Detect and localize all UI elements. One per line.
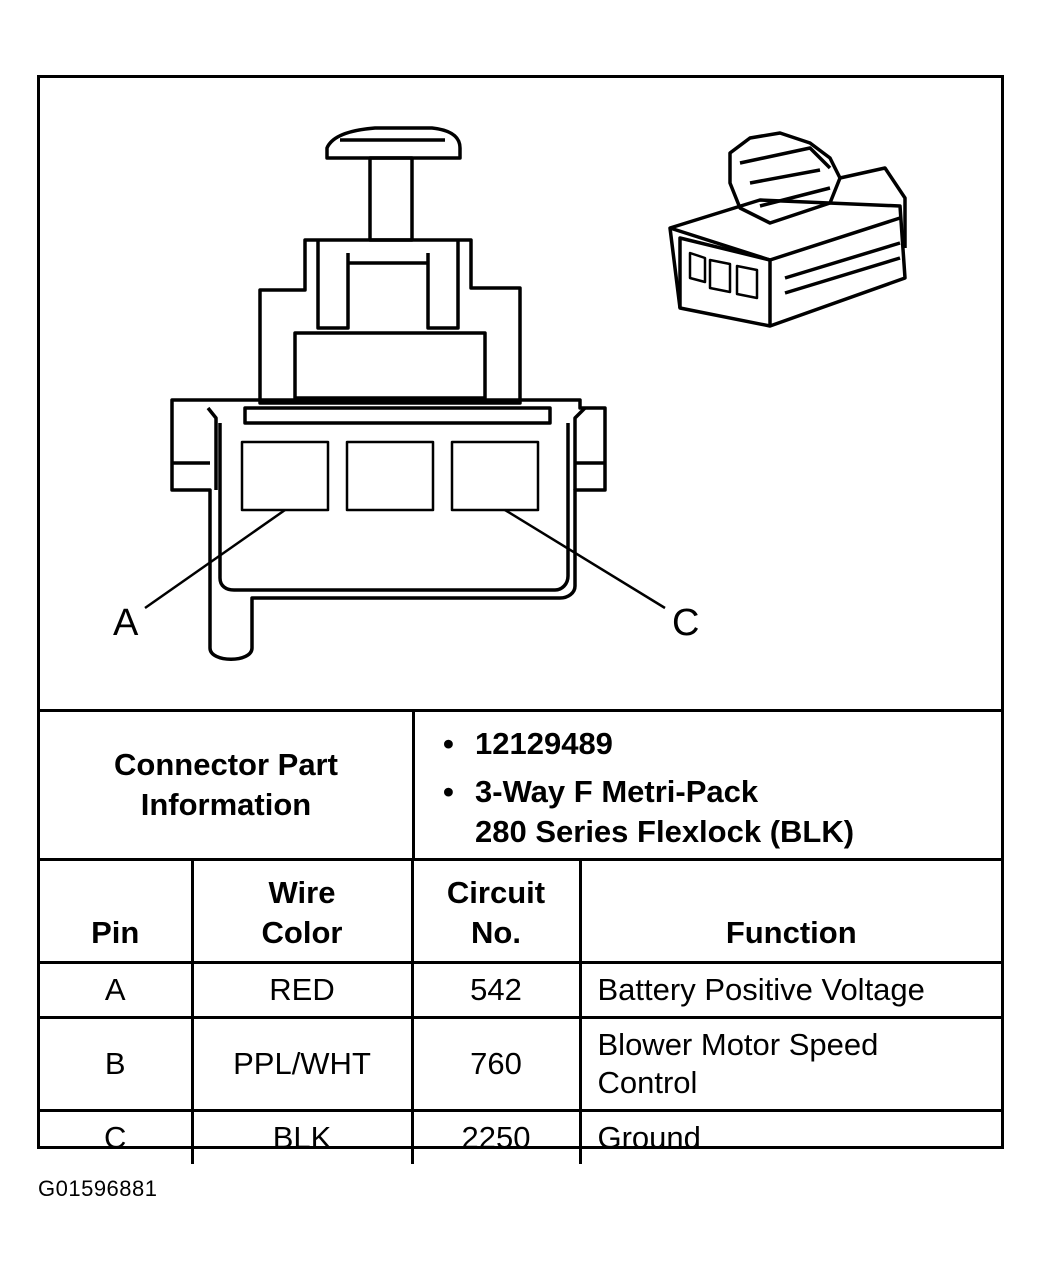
cell-pin: C xyxy=(40,1109,194,1164)
table-header-row: Pin Wire Color Circuit No. Function xyxy=(40,858,1001,964)
cell-function: Ground xyxy=(578,1109,1001,1164)
cell-function: Blower Motor Speed Control xyxy=(578,1016,1001,1112)
cell-pin: A xyxy=(40,961,194,1019)
diagram-frame: A C Connector Part Information • 1212948… xyxy=(37,75,1004,1164)
connector-diagram: A C xyxy=(40,78,1001,709)
part-number-text: 12129489 xyxy=(475,726,613,761)
connector-series: 280 Series Flexlock (BLK) xyxy=(475,812,854,852)
connector-part-info: Connector Part Information • 12129489 • … xyxy=(40,709,1001,858)
pin-table: Pin Wire Color Circuit No. Function A RE… xyxy=(40,858,1001,1164)
heading-line-1: Connector Part xyxy=(114,747,338,782)
cell-pin: B xyxy=(40,1016,194,1112)
cell-circuit: 2250 xyxy=(410,1109,582,1164)
header-pin: Pin xyxy=(40,858,194,964)
table-row: A RED 542 Battery Positive Voltage xyxy=(40,961,1001,1019)
cell-circuit: 542 xyxy=(410,961,582,1019)
bullet-icon: • xyxy=(443,774,454,809)
connector-series-text: 280 Series Flexlock (BLK) xyxy=(475,814,855,849)
connector-iso-drawing xyxy=(668,131,907,328)
connector-face-drawing xyxy=(144,126,907,661)
header-function: Function xyxy=(578,858,1001,964)
table-row: B PPL/WHT 760 Blower Motor Speed Control xyxy=(40,1016,1001,1112)
connector-type-text: 3-Way F Metri-Pack xyxy=(475,774,759,809)
table-row: C BLK 2250 Ground xyxy=(40,1109,1001,1164)
cell-function: Battery Positive Voltage xyxy=(578,961,1001,1019)
connector-info-details: • 12129489 • 3-Way F Metri-Pack 280 Seri… xyxy=(415,712,1001,858)
cell-circuit: 760 xyxy=(410,1016,582,1112)
header-circuit-no: Circuit No. xyxy=(410,858,582,964)
heading-line-2: Information xyxy=(140,787,312,822)
figure-id: G01596881 xyxy=(38,1176,158,1201)
connector-info-heading: Connector Part Information xyxy=(40,712,415,858)
connector-type: • 3-Way F Metri-Pack xyxy=(443,772,759,812)
cell-wire-color: BLK xyxy=(190,1109,414,1164)
pin-label-c: C xyxy=(672,602,700,644)
cell-wire-color: RED xyxy=(190,961,414,1019)
header-wire-color: Wire Color xyxy=(190,858,414,964)
part-number: • 12129489 xyxy=(443,724,613,764)
pin-label-a: A xyxy=(113,602,139,644)
cell-wire-color: PPL/WHT xyxy=(190,1016,414,1112)
bullet-icon: • xyxy=(443,726,454,761)
